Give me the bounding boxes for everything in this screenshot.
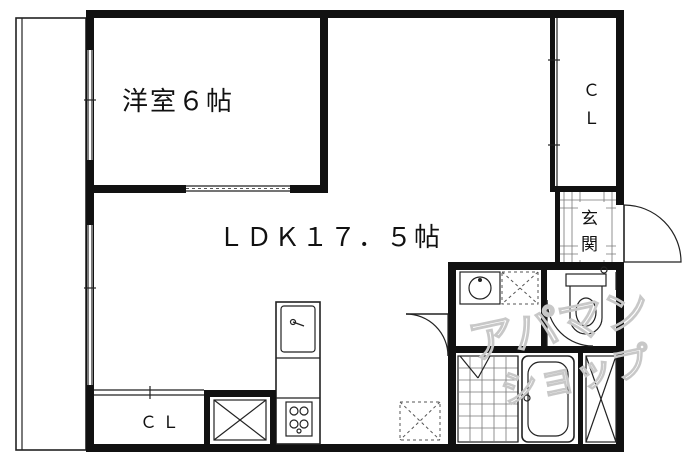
toilet-door xyxy=(546,299,594,347)
closet-bottom xyxy=(94,386,204,399)
washing-machine-space xyxy=(501,271,539,305)
stove xyxy=(285,401,313,437)
western-room-walls xyxy=(86,10,328,193)
left-windows xyxy=(84,50,96,385)
utility-closet xyxy=(585,355,617,443)
label-closet-right-2: Ｌ xyxy=(583,109,605,129)
label-western-room: 洋室６帖 xyxy=(122,87,234,117)
bathtub xyxy=(521,355,575,443)
refrigerator-space xyxy=(399,401,441,441)
bathroom xyxy=(457,355,519,443)
washroom-door xyxy=(405,313,449,357)
label-closet-bottom: ＣＬ xyxy=(140,413,184,433)
balcony xyxy=(15,17,87,451)
wet-area-walls xyxy=(448,262,624,452)
kitchen-counter xyxy=(275,301,321,445)
label-entrance-1: 玄 xyxy=(581,209,598,229)
entrance xyxy=(555,192,682,264)
label-closet-right-1: Ｃ xyxy=(583,81,605,101)
label-ldk: ＬＤＫ１７．５帖 xyxy=(218,223,442,253)
label-entrance-2: 関 xyxy=(581,235,598,255)
storage-box xyxy=(204,390,276,446)
washbasin xyxy=(459,271,501,305)
closet-right xyxy=(548,18,624,192)
watermark: アパマン ショップ xyxy=(463,279,655,414)
toilet xyxy=(565,266,617,335)
